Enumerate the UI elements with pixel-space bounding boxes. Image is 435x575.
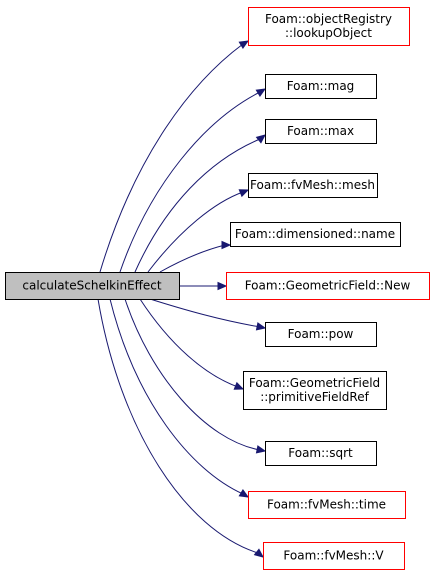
arrowhead-icon bbox=[255, 445, 267, 454]
call-edge bbox=[97, 298, 259, 554]
node-box bbox=[265, 119, 377, 144]
node-foam-fvmesh-mesh[interactable]: Foam::fvMesh::mesh bbox=[248, 173, 378, 198]
call-edge bbox=[109, 298, 244, 495]
node-label: Foam::dimensioned::name bbox=[235, 227, 395, 241]
node-box bbox=[248, 173, 378, 198]
node-box bbox=[263, 542, 405, 570]
node-label: Foam::sqrt bbox=[288, 446, 353, 460]
node-foam-max[interactable]: Foam::max bbox=[265, 119, 377, 144]
arrowhead-icon bbox=[233, 381, 245, 390]
node-label: Foam::fvMesh::mesh bbox=[250, 178, 375, 192]
node-foam-objectregistry-lookupobject[interactable]: Foam::objectRegistry::lookupObject bbox=[248, 7, 410, 46]
node-box bbox=[230, 222, 401, 247]
root-node-calculateSchelkinEffect[interactable]: calculateSchelkinEffect bbox=[5, 272, 180, 300]
node-label: Foam::GeometricField::New bbox=[245, 279, 411, 293]
arrowhead-icon bbox=[238, 189, 250, 198]
node-label: Foam::mag bbox=[287, 79, 355, 93]
call-edge bbox=[139, 298, 239, 388]
node-label: ::primitiveFieldRef bbox=[260, 390, 369, 404]
node-label: ::lookupObject bbox=[285, 26, 372, 40]
call-edge bbox=[149, 298, 261, 328]
node-box bbox=[265, 441, 377, 466]
node-foam-dimensioned-name[interactable]: Foam::dimensioned::name bbox=[230, 222, 401, 247]
arrowhead-icon bbox=[255, 88, 267, 98]
arrowhead-icon bbox=[238, 488, 250, 498]
node-label: calculateSchelkinEffect bbox=[22, 279, 162, 293]
node-foam-geometricfield-primitivefieldref[interactable]: Foam::GeometricField::primitiveFieldRef bbox=[243, 371, 387, 410]
node-label: Foam::fvMesh::V bbox=[283, 549, 384, 563]
node-foam-mag[interactable]: Foam::mag bbox=[265, 74, 377, 99]
node-foam-fvmesh-time[interactable]: Foam::fvMesh::time bbox=[248, 491, 406, 519]
call-edge bbox=[119, 91, 261, 273]
node-box bbox=[248, 7, 410, 46]
arrowhead-icon bbox=[238, 40, 250, 50]
node-box bbox=[248, 491, 406, 519]
node-label: Foam::max bbox=[287, 124, 354, 138]
arrowhead-icon bbox=[217, 281, 228, 291]
node-box bbox=[265, 74, 377, 99]
arrowhead-icon bbox=[221, 240, 232, 250]
node-label: Foam::GeometricField bbox=[249, 376, 380, 390]
node-foam-pow[interactable]: Foam::pow bbox=[265, 322, 377, 347]
call-edge bbox=[147, 191, 244, 273]
node-foam-fvmesh-v[interactable]: Foam::fvMesh::V bbox=[263, 542, 405, 570]
call-edge bbox=[134, 138, 261, 273]
node-foam-geometricfield-new[interactable]: Foam::GeometricField::New bbox=[226, 272, 430, 300]
arrowhead-icon bbox=[255, 134, 266, 144]
arrowhead-icon bbox=[253, 548, 264, 558]
arrowhead-icon bbox=[255, 322, 267, 331]
node-box bbox=[226, 272, 430, 300]
node-box bbox=[243, 371, 387, 410]
node-box bbox=[5, 272, 180, 300]
node-label: Foam::pow bbox=[288, 327, 354, 341]
node-box bbox=[265, 322, 377, 347]
node-label: Foam::objectRegistry bbox=[265, 12, 392, 26]
call-edges bbox=[97, 40, 267, 558]
call-nodes: calculateSchelkinEffect Foam::objectRegis… bbox=[5, 7, 430, 570]
call-edge bbox=[99, 43, 244, 273]
node-label: Foam::fvMesh::time bbox=[267, 498, 386, 512]
call-edge bbox=[159, 244, 226, 273]
call-edge bbox=[124, 298, 261, 451]
node-foam-sqrt[interactable]: Foam::sqrt bbox=[265, 441, 377, 466]
